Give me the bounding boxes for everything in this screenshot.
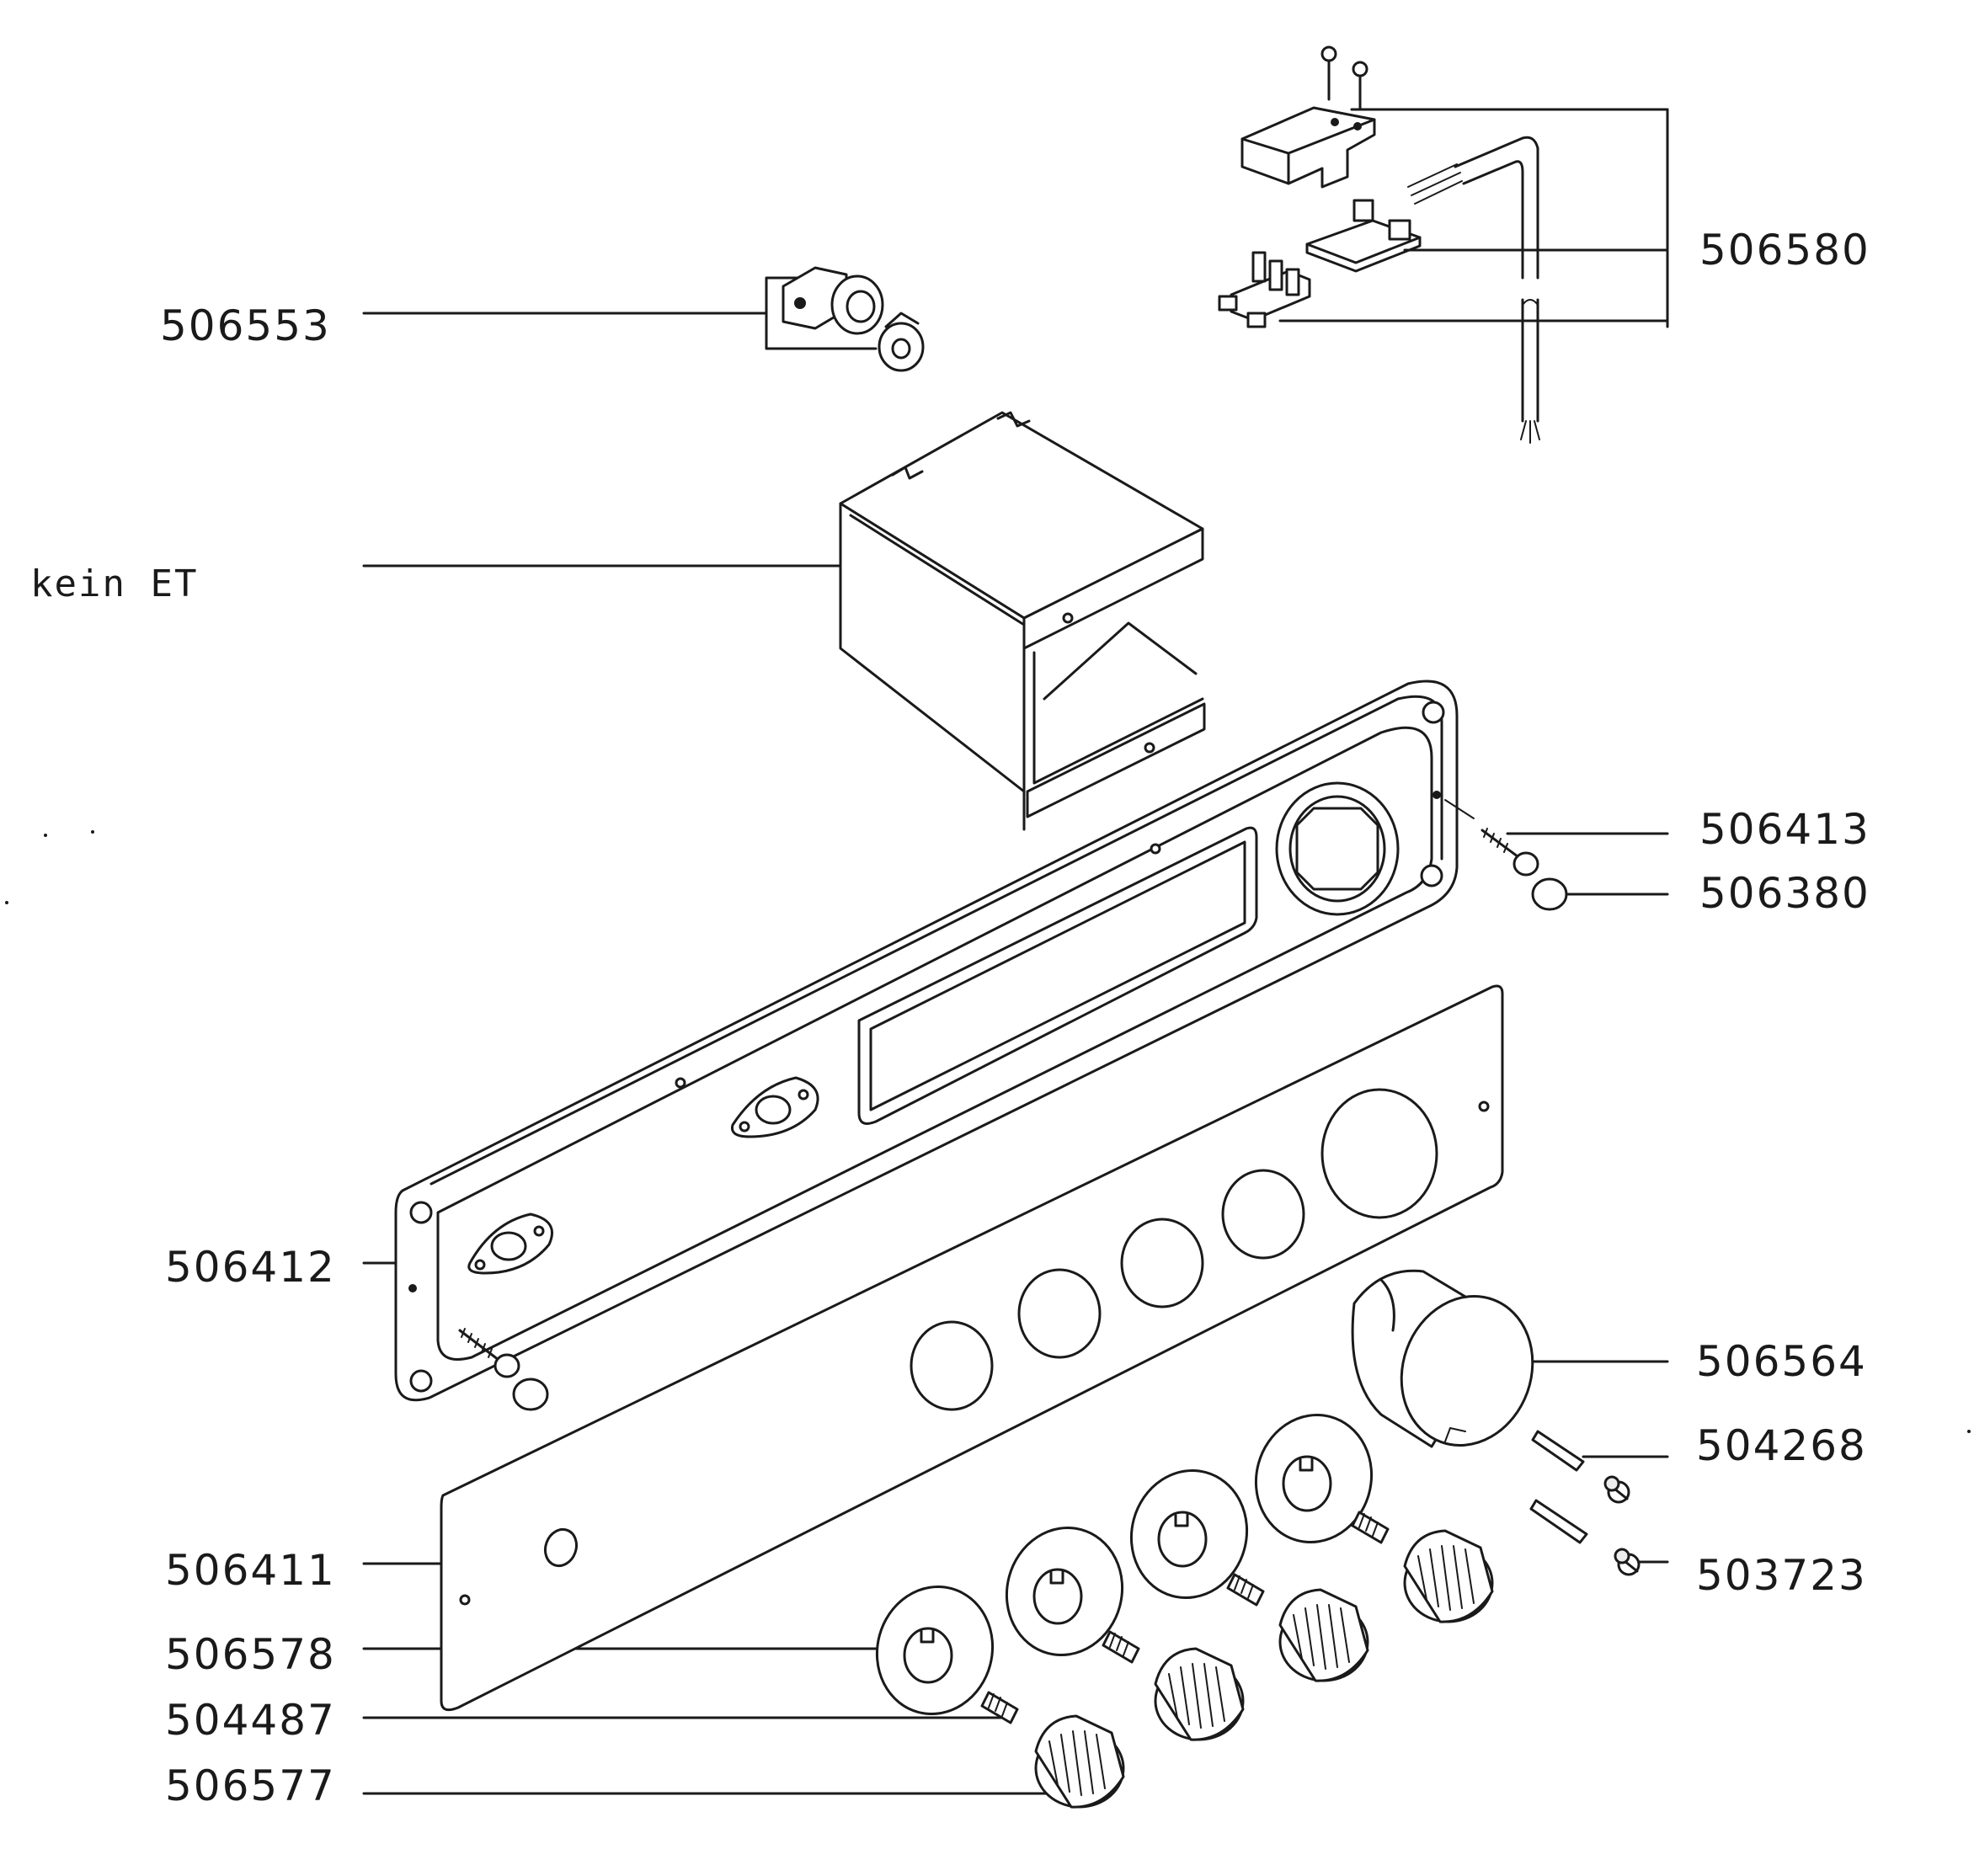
label-506564: 506564 bbox=[1696, 1337, 1867, 1386]
label-506553: 506553 bbox=[160, 301, 331, 350]
label-506411: 506411 bbox=[165, 1546, 336, 1595]
leader-lines bbox=[362, 108, 1669, 1795]
label-506413: 506413 bbox=[1699, 805, 1870, 854]
label-506578: 506578 bbox=[165, 1630, 336, 1679]
switch-assembly-part bbox=[1218, 45, 1540, 444]
label-506412: 506412 bbox=[165, 1243, 336, 1292]
label-504487: 504487 bbox=[165, 1696, 336, 1745]
cylinder-cap-part bbox=[1351, 1269, 1534, 1448]
mounting-frame-part bbox=[394, 680, 1568, 1411]
set-screw-part bbox=[980, 1511, 1390, 1724]
housing-box-part bbox=[839, 411, 1206, 831]
label-506380: 506380 bbox=[1699, 869, 1870, 918]
small-screw-part bbox=[1603, 1475, 1641, 1576]
front-panel-part bbox=[440, 984, 1504, 1712]
label-kein-et: kein ET bbox=[30, 562, 199, 605]
knob-part bbox=[1034, 1529, 1494, 1809]
label-506580: 506580 bbox=[1699, 226, 1870, 274]
knob-ring-part bbox=[875, 1414, 1374, 1715]
scan-speckles bbox=[5, 830, 1971, 1433]
pin-part bbox=[1529, 1430, 1588, 1544]
lamp-socket-part bbox=[782, 266, 925, 372]
label-506577: 506577 bbox=[165, 1761, 336, 1810]
label-504268: 504268 bbox=[1696, 1421, 1867, 1470]
label-503723: 503723 bbox=[1696, 1551, 1867, 1600]
